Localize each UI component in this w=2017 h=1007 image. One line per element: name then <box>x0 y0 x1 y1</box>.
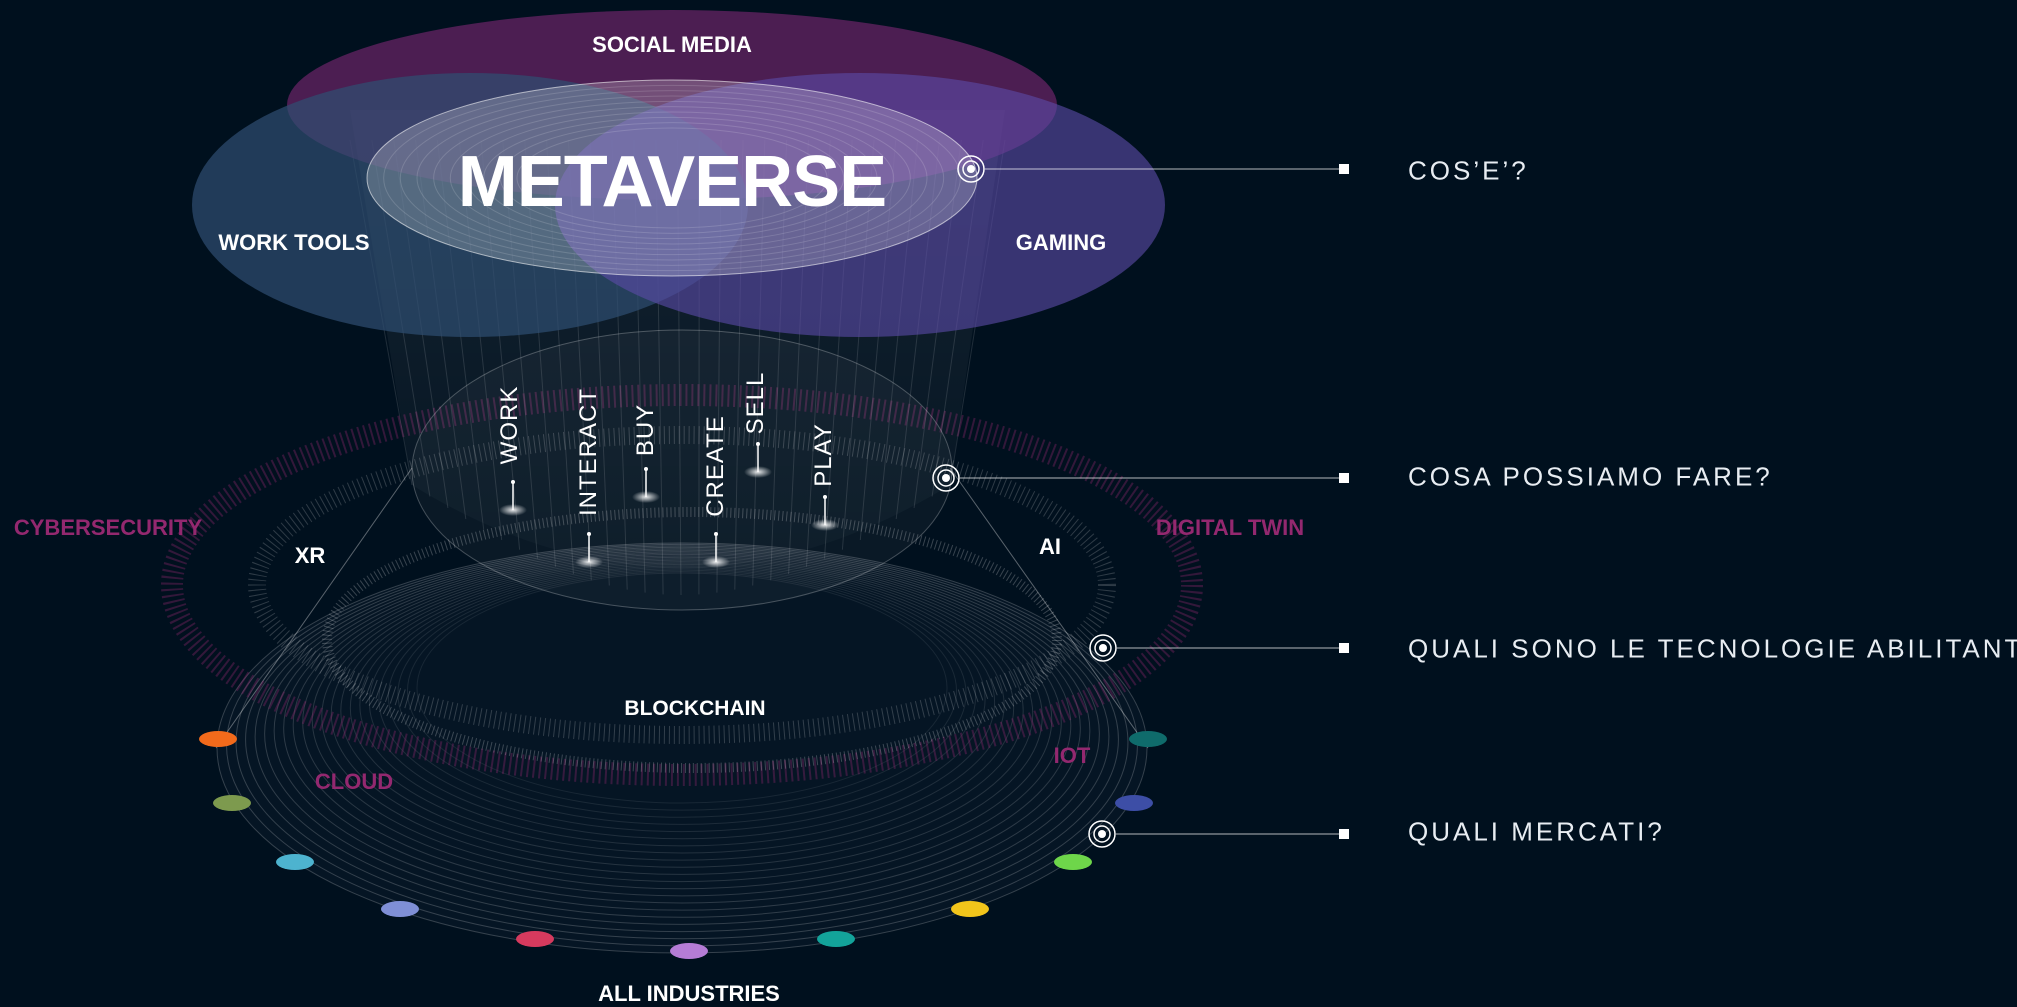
industry-dot <box>1115 795 1153 811</box>
activity-pin-head <box>644 467 648 471</box>
activity-pin-head <box>587 532 591 536</box>
connector-target-dot <box>1099 644 1107 652</box>
cybersecurity-label: CYBERSECURITY <box>14 515 202 541</box>
industry-dot <box>1129 731 1167 747</box>
activity-pin-head <box>823 495 827 499</box>
question-which-markets[interactable]: QUALI MERCATI? <box>1408 817 1665 848</box>
industry-dot <box>1054 854 1092 870</box>
work-tools-label: WORK TOOLS <box>218 230 369 256</box>
connector-target-dot <box>1098 830 1106 838</box>
connector-square <box>1339 164 1349 174</box>
activity-sell: SELL <box>742 372 770 435</box>
xr-label: XR <box>295 543 326 569</box>
connector-square <box>1339 473 1349 483</box>
connector-square <box>1339 643 1349 653</box>
question-enabling-technologies[interactable]: QUALI SONO LE TECNOLOGIE ABILITANTI? <box>1408 634 2017 665</box>
social-media-label: SOCIAL MEDIA <box>592 32 752 58</box>
activity-play: PLAY <box>810 423 838 487</box>
ai-label: AI <box>1039 534 1061 560</box>
industry-dot <box>213 795 251 811</box>
cylinder-floor <box>412 330 952 610</box>
cloud-label: CLOUD <box>315 769 393 795</box>
activity-create: CREATE <box>702 415 730 517</box>
industry-dot <box>951 901 989 917</box>
gaming-label: GAMING <box>1016 230 1106 256</box>
connector-target-dot <box>942 474 950 482</box>
activity-pin-head <box>511 480 515 484</box>
question-what-is-it[interactable]: COS’E’? <box>1408 156 1529 187</box>
activity-buy: BUY <box>632 404 660 456</box>
connector-target-dot <box>967 165 975 173</box>
activity-work: WORK <box>496 386 524 465</box>
activity-pin-head <box>714 532 718 536</box>
industry-dot <box>516 931 554 947</box>
industry-dot <box>817 931 855 947</box>
industry-dot <box>670 943 708 959</box>
connector-square <box>1339 829 1349 839</box>
question-what-can-we-do[interactable]: COSA POSSIAMO FARE? <box>1408 462 1773 493</box>
industry-dot <box>199 731 237 747</box>
all-industries-label: ALL INDUSTRIES <box>598 981 780 1007</box>
metaverse-title: METAVERSE <box>458 141 886 223</box>
digital-twin-label: DIGITAL TWIN <box>1156 515 1304 541</box>
activity-pin-head <box>756 442 760 446</box>
iot-label: IOT <box>1054 743 1091 769</box>
industry-dot <box>276 854 314 870</box>
blockchain-label: BLOCKCHAIN <box>624 697 765 721</box>
industry-dot <box>381 901 419 917</box>
activity-interact: INTERACT <box>575 388 603 516</box>
